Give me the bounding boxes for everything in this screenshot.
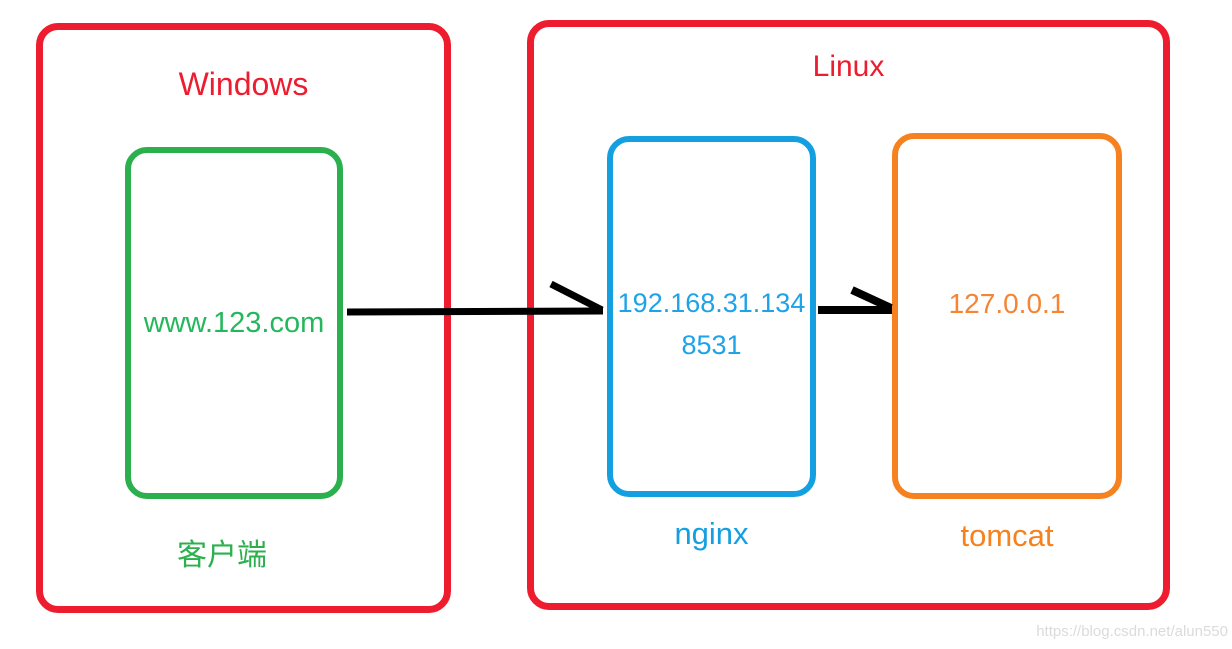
client-node-box: www.123.com [125, 147, 343, 499]
windows-group-box [36, 23, 451, 613]
tomcat-node-box: 127.0.0.1 [892, 133, 1122, 499]
nginx-to-tomcat-arrow-icon [818, 286, 893, 314]
client-domain-label: www.123.com [143, 306, 325, 339]
linux-group-title: Linux [812, 50, 885, 83]
client-node-caption: 客户端 [177, 539, 267, 572]
windows-group-title: Windows [178, 66, 309, 102]
tomcat-ip-label: 127.0.0.1 [948, 288, 1066, 319]
tomcat-node-caption: tomcat [960, 518, 1054, 553]
csdn-watermark: https://blog.csdn.net/alun550 [1036, 623, 1228, 640]
client-to-nginx-arrow-icon [346, 280, 604, 316]
nginx-node-caption: nginx [674, 516, 749, 551]
linux-group-box [527, 20, 1170, 610]
nginx-node-box: 192.168.31.134 8531 [607, 136, 816, 497]
nginx-port-label: 8531 [681, 329, 742, 360]
nginx-ip-label: 192.168.31.134 [617, 287, 806, 318]
